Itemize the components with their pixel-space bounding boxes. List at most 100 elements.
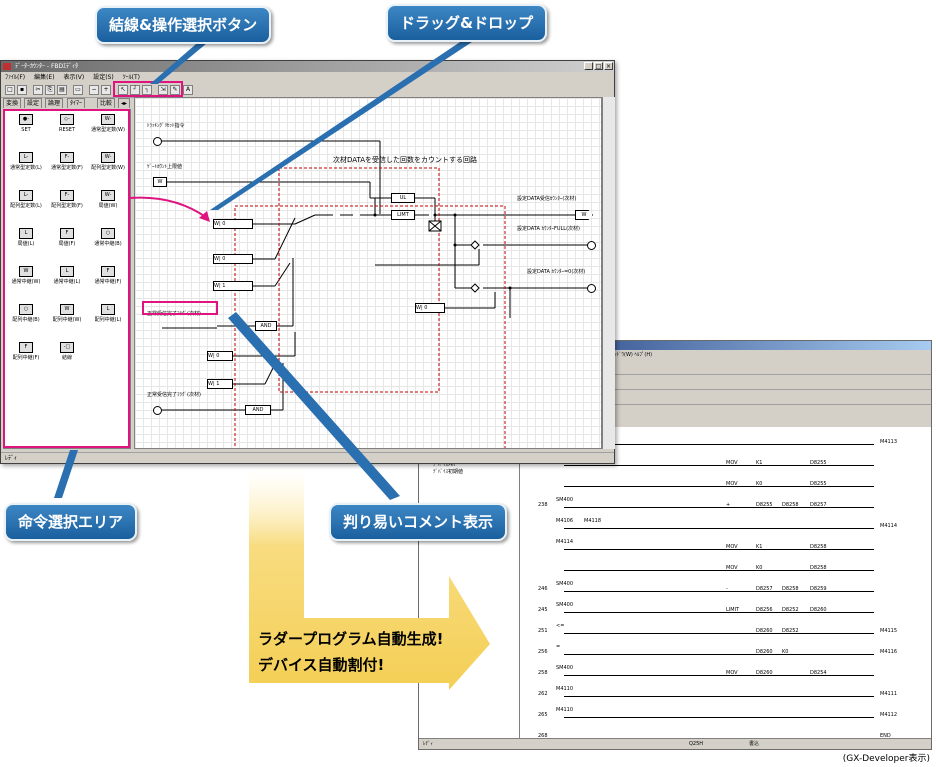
word-const-w0-b[interactable]: W| 0: [213, 254, 253, 264]
new-icon[interactable]: □: [5, 85, 15, 95]
print-icon[interactable]: ▭: [73, 85, 83, 95]
and-block-b[interactable]: AND: [245, 405, 271, 415]
copy-icon[interactable]: ⎘: [45, 85, 55, 95]
tab-scroll-arrows[interactable]: ◂▸: [118, 98, 131, 108]
rung-wire: [564, 675, 874, 676]
word-const-w0-a[interactable]: W| 0: [213, 219, 253, 229]
cut-icon[interactable]: ✂: [33, 85, 43, 95]
gx-ladder-area[interactable]: NUMM4113MOVK1D8255MOVK0D8255238SM400+D82…: [520, 427, 931, 741]
output-pin-full[interactable]: [587, 241, 596, 250]
callout-palette-area: 命令選択エリア: [4, 503, 138, 541]
input-pin-normal-end[interactable]: [153, 406, 162, 415]
tab-setting[interactable]: 設定: [24, 98, 43, 108]
select-pointer-icon[interactable]: ↖: [118, 85, 128, 95]
tab-timer[interactable]: ﾀｲﾏｰ: [67, 98, 86, 108]
operand-b: D8258: [782, 502, 799, 508]
menu-view[interactable]: 表示(V): [63, 74, 85, 81]
menu-file[interactable]: ﾌｧｲﾙ(F): [5, 74, 26, 81]
tab-logic[interactable]: 論理: [45, 98, 64, 108]
text-icon[interactable]: A: [183, 85, 193, 95]
output-pin-zero[interactable]: [587, 284, 596, 293]
gx-project-tree[interactable]: ﾃﾞﾊﾞｲｽﾒﾓﾘ ﾃﾞﾊﾞｲｽ初期値: [419, 451, 520, 741]
paste-icon[interactable]: ▤: [57, 85, 67, 95]
palette-item[interactable]: L-通常型定数(L): [6, 152, 46, 186]
zoom-out-icon[interactable]: −: [89, 85, 99, 95]
menu-edit[interactable]: 編集(E): [34, 74, 55, 81]
operand-c: D8254: [810, 670, 827, 676]
save-icon[interactable]: ▪: [17, 85, 27, 95]
palette-item[interactable]: -□結線: [47, 342, 87, 376]
gx-menu-bar[interactable]: ｳｨﾝﾄﾞｳ(W) ﾍﾙﾌﾟ(H): [419, 350, 931, 360]
limit-block[interactable]: LIMT: [391, 210, 415, 220]
tree-item-device-init[interactable]: ﾃﾞﾊﾞｲｽ初期値: [433, 469, 464, 475]
palette-item-icon: -□: [60, 342, 74, 353]
palette-item-label: 配列中継(F): [12, 355, 40, 361]
gate-word-input[interactable]: W: [153, 177, 167, 187]
generation-message: ラダープログラム自動生成! デバイス自動割付!: [258, 626, 444, 678]
move-block-icon[interactable]: ⇲: [158, 85, 168, 95]
fbd-canvas[interactable]: ﾄﾗｯｷﾝｸﾞﾘｾｯﾄ指令 ｹﾞｰﾄｶｳﾝﾄ上限値 W 次材DATAを受信した回…: [134, 97, 602, 449]
label-normal-receive-end-2: 正常受信完了ﾌﾗｸﾞ(次材): [147, 392, 201, 398]
instruction-name: MOV: [726, 481, 738, 487]
ul-block[interactable]: UL: [391, 193, 415, 203]
tree-item-device-memory[interactable]: ﾃﾞﾊﾞｲｽﾒﾓﾘ: [433, 462, 456, 468]
minimize-icon[interactable]: _: [584, 62, 593, 70]
close-icon[interactable]: ×: [604, 62, 613, 70]
input-pin-tracking[interactable]: [153, 137, 162, 146]
and-block-a[interactable]: AND: [255, 321, 277, 331]
contact-label: M4110: [556, 686, 574, 692]
word-const-w1-b[interactable]: W| 1: [207, 379, 233, 389]
tab-compare[interactable]: 比較: [97, 98, 116, 108]
wire-connect-icon[interactable]: ┘: [130, 85, 140, 95]
palette-item[interactable]: W-通常型定数(W): [88, 114, 128, 148]
word-const-w1-a[interactable]: W| 1: [213, 281, 253, 291]
palette-item[interactable]: L-配列型定数(L): [6, 190, 46, 224]
palette-item-label: 通常中継(F): [94, 279, 122, 285]
palette-item[interactable]: W-局値(W): [88, 190, 128, 224]
operand-a: K1: [756, 460, 763, 466]
output-word-counter[interactable]: W: [575, 210, 593, 220]
palette-item[interactable]: ○通常中継(B): [88, 228, 128, 262]
edit-block-icon[interactable]: ✎: [170, 85, 180, 95]
palette-item[interactable]: F-通常型定数(F): [47, 152, 87, 186]
tab-convert[interactable]: 変換: [3, 98, 22, 108]
palette-item-icon: W-: [101, 114, 115, 125]
menu-tools[interactable]: ﾂｰﾙ(T): [122, 74, 140, 81]
palette-item-label: 配列型定数(W): [91, 165, 125, 171]
palette-item[interactable]: W-配列型定数(W): [88, 152, 128, 186]
wire-branch-icon[interactable]: ┐: [142, 85, 152, 95]
word-const-w0-c[interactable]: W| 0: [415, 303, 445, 313]
palette-item[interactable]: ●-SET: [6, 114, 46, 148]
zoom-in-icon[interactable]: +: [101, 85, 111, 95]
palette-item[interactable]: F-配列型定数(F): [47, 190, 87, 224]
word-const-w0-d[interactable]: W| 0: [207, 351, 233, 361]
palette-item[interactable]: ◇-RESET: [47, 114, 87, 148]
canvas-vertical-scrollbar[interactable]: [602, 97, 615, 449]
palette-item[interactable]: ○配列中継(B): [6, 304, 46, 338]
coil-device: END: [880, 733, 891, 739]
palette-item-icon: ◇-: [60, 114, 74, 125]
menu-settings[interactable]: 設定(S): [93, 74, 114, 81]
maximize-icon[interactable]: □: [594, 62, 603, 70]
